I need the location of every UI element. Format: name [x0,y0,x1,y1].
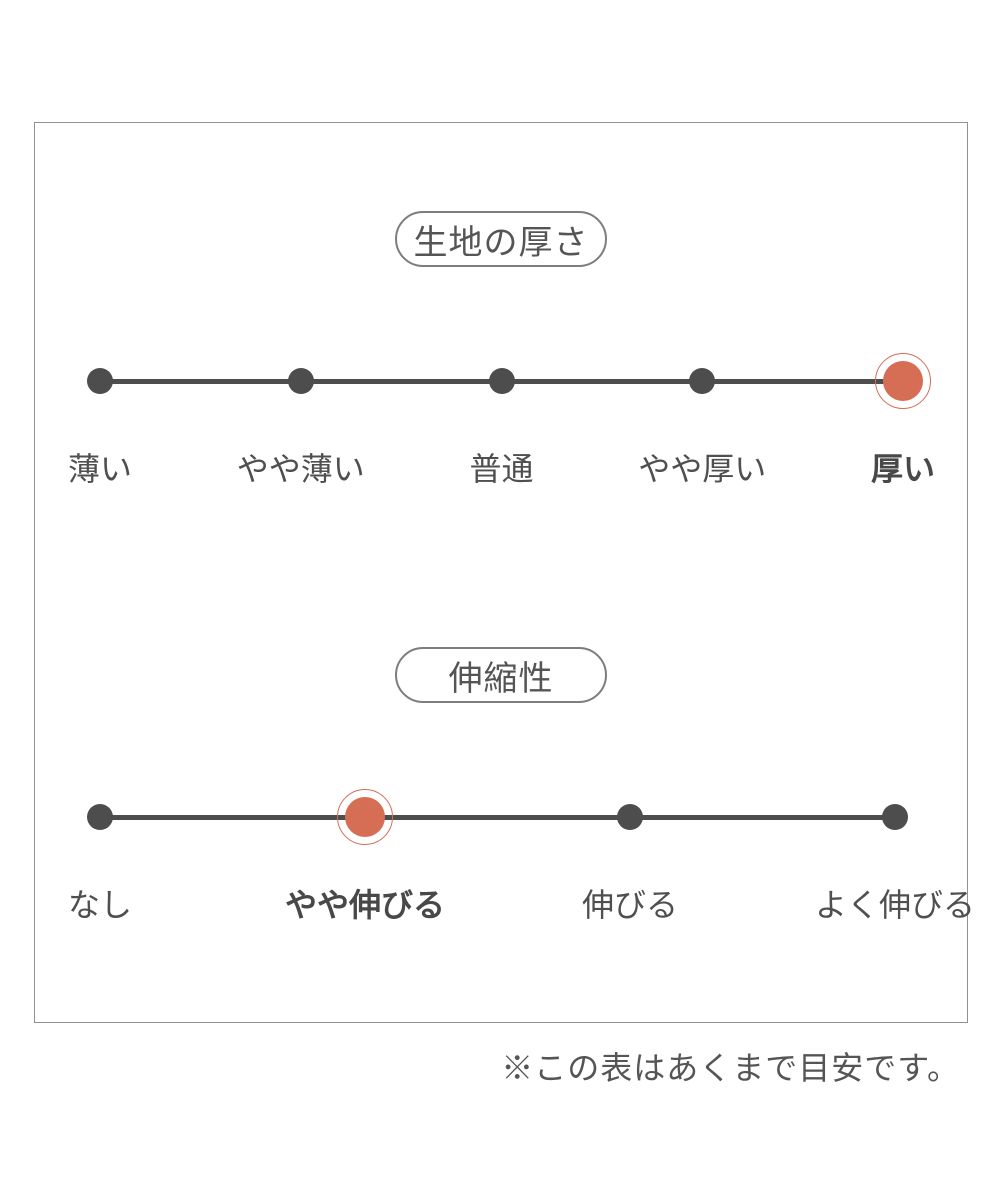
selected-ring [875,353,931,409]
scale-label: やや薄い [236,451,365,487]
scale-label: 普通 [469,451,534,487]
scale-line [100,814,895,820]
scale-label: やや伸びる [284,887,445,923]
scale-dot [87,804,113,830]
scale-label: 伸びる [581,887,678,923]
scale-labels: 薄い やや薄い 普通 やや厚い 厚い [68,444,935,487]
scale-label: なし [67,887,133,923]
scale-dot [616,804,643,830]
scale-dot [87,368,113,394]
selected-ring [336,789,393,845]
section-title: 生地の厚さ [413,223,589,262]
spec-box: 生地の厚さ 薄い やや薄い 普通 やや厚い 厚い 伸縮性 なし やや伸びる 伸びる よく伸びる [34,122,975,1023]
rating-section: 伸縮性 なし やや伸びる 伸びる よく伸びる [35,647,975,947]
footnote-text: ※この表はあくまで目安です。 [501,1050,960,1086]
scale-label: よく伸びる [814,887,976,923]
scale-dot [488,368,515,394]
selected-dot [344,797,385,837]
scale-dot [287,368,314,394]
scale-dot [882,804,908,830]
scale-label: 薄い [67,451,133,487]
section-title-pill: 生地の厚さ [395,211,607,267]
rating-section: 生地の厚さ 薄い やや薄い 普通 やや厚い 厚い [35,211,967,511]
scale-label: やや厚い [638,451,767,487]
scale-label: 厚い [870,451,936,487]
scale-labels: なし やや伸びる 伸びる よく伸びる [68,880,975,923]
section-title-pill: 伸縮性 [395,647,607,703]
scale-dot [689,368,716,394]
selected-dot [883,361,923,401]
section-title: 伸縮性 [448,659,554,698]
